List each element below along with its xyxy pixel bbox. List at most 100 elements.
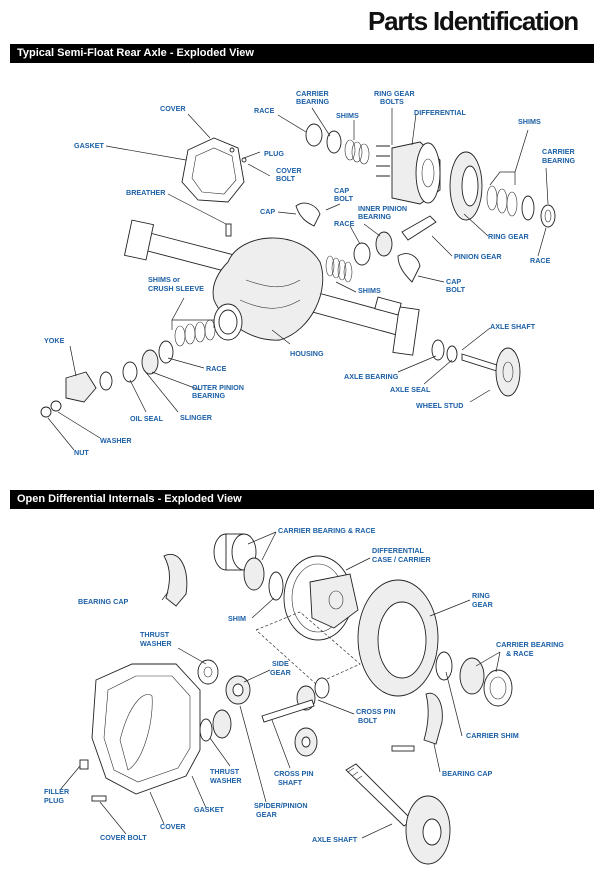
label-outer-pinion-line1: OUTER PINION	[192, 383, 244, 392]
label-race-top: RACE	[254, 106, 275, 115]
label-shims-top: SHIMS	[336, 111, 359, 120]
label-ring-gear-bolts-line1: RING GEAR	[374, 89, 416, 98]
leader-lines-differential	[59, 531, 501, 839]
label-diff-case-line1: DIFFERENTIAL	[372, 546, 425, 555]
label-filler-plug-line1: FILLER	[44, 787, 70, 796]
label-ring-gear-line2: GEAR	[472, 600, 494, 609]
label-shims-mid: SHIMS	[358, 286, 381, 295]
labels-differential: CARRIER BEARING & RACE DIFFERENTIAL CASE…	[44, 526, 564, 844]
pinion-gear	[295, 202, 437, 283]
label-carrier-bearing-line1: CARRIER	[296, 89, 330, 98]
bearing-cap-left	[163, 553, 188, 607]
label-filler-plug-line2: PLUG	[44, 796, 64, 805]
label-outer-pinion-line2: BEARING	[192, 391, 226, 400]
label-wheel-stud: WHEEL STUD	[416, 401, 463, 410]
label-thrust-washer-top-line2: WASHER	[140, 639, 172, 648]
label-pinion-gear: PINION GEAR	[454, 252, 502, 261]
label-gasket-diff: GASKET	[194, 805, 225, 814]
label-bearing-cap: BEARING CAP	[78, 597, 129, 606]
label-axle-shaft: AXLE SHAFT	[490, 322, 536, 331]
label-thrust-washer-top-line1: THRUST	[140, 630, 170, 639]
label-cover-bolt-diff: COVER BOLT	[100, 833, 147, 842]
label-shims-crush-line2: CRUSH SLEEVE	[148, 284, 204, 293]
label-axle-shaft-diff: AXLE SHAFT	[312, 835, 358, 844]
differential-case	[305, 123, 441, 205]
label-cap: CAP	[260, 207, 275, 216]
label-side-gear-line1: SIDE	[272, 659, 289, 668]
rear-axle-diagram: COVER RACE CARRIER BEARING RING GEAR BOL…	[40, 89, 576, 457]
label-carrier-bearing-right-line2: BEARING	[542, 156, 576, 165]
label-carrier-bearing-race-right-line1: CARRIER BEARING	[496, 640, 564, 649]
label-cross-pin-bolt-line1: CROSS PIN	[356, 707, 396, 716]
label-cap-bolt-line2: BOLT	[334, 194, 354, 203]
differential-diagram: CARRIER BEARING & RACE DIFFERENTIAL CASE…	[44, 526, 564, 865]
label-inner-pinion-line2: BEARING	[358, 212, 392, 221]
label-carrier-shim: CARRIER SHIM	[466, 731, 519, 740]
label-shims-crush-line1: SHIMS or	[148, 275, 180, 284]
label-carrier-bearing-line2: BEARING	[296, 97, 330, 106]
label-ring-gear-line1: RING	[472, 591, 490, 600]
label-cap-bolt-b-line2: BOLT	[446, 285, 466, 294]
label-cover: COVER	[160, 104, 186, 113]
label-breather: BREATHER	[126, 188, 166, 197]
label-shims-right: SHIMS	[518, 117, 541, 126]
label-shim: SHIM	[228, 614, 246, 623]
differential-cover	[79, 663, 201, 802]
label-race-right: RACE	[530, 256, 551, 265]
label-ring-gear-bolts-line2: BOLTS	[380, 97, 404, 106]
label-differential: DIFFERENTIAL	[414, 108, 467, 117]
label-gasket: GASKET	[74, 141, 105, 150]
label-housing: HOUSING	[290, 349, 324, 358]
label-race-low: RACE	[206, 364, 227, 373]
label-yoke: YOKE	[44, 336, 65, 345]
label-washer: WASHER	[100, 436, 132, 445]
label-spider-pinion-line2: GEAR	[256, 810, 278, 819]
label-slinger: SLINGER	[180, 413, 213, 422]
label-carrier-bearing-race-right-line2: & RACE	[506, 649, 534, 658]
page-title: Parts Identification	[367, 6, 579, 36]
label-side-gear-line2: GEAR	[270, 668, 292, 677]
label-nut: NUT	[74, 448, 89, 457]
label-cover-diff: COVER	[160, 822, 186, 831]
ring-gear-assembly	[449, 151, 556, 228]
cover-and-gasket	[181, 137, 247, 237]
label-race-mid: RACE	[334, 219, 355, 228]
ring-gear	[357, 579, 439, 697]
label-oil-seal: OIL SEAL	[130, 414, 164, 423]
label-plug: PLUG	[264, 149, 284, 158]
axle-housing	[123, 219, 420, 356]
label-spider-pinion-line1: SPIDER/PINION	[254, 801, 308, 810]
label-carrier-bearing-race: CARRIER BEARING & RACE	[278, 526, 376, 535]
spider-side-gears	[197, 659, 330, 757]
label-bearing-cap-right: BEARING CAP	[442, 769, 493, 778]
section-header-rear-axle: Typical Semi-Float Rear Axle - Exploded …	[10, 44, 594, 63]
axle-shaft	[431, 339, 521, 397]
label-cross-pin-shaft-line2: SHAFT	[278, 778, 303, 787]
carrier-bearing-right	[435, 651, 513, 707]
pinion-yoke-stack	[40, 319, 216, 418]
cap-bolt	[391, 745, 415, 752]
label-ring-gear: RING GEAR	[488, 232, 530, 241]
label-cover-bolt-line1: COVER	[276, 166, 302, 175]
label-axle-bearing: AXLE BEARING	[344, 372, 399, 381]
carrier-bearing-top	[213, 533, 284, 601]
label-cover-bolt-line2: BOLT	[276, 174, 296, 183]
label-cap-bolt-line1: CAP	[334, 186, 349, 195]
label-cross-pin-shaft-line1: CROSS PIN	[274, 769, 314, 778]
label-cap-bolt-b-line1: CAP	[446, 277, 461, 286]
dashed-assembly-guide	[255, 611, 361, 685]
differential-case-carrier	[283, 555, 359, 641]
section-header-differential: Open Differential Internals - Exploded V…	[10, 490, 594, 509]
label-inner-pinion-line1: INNER PINION	[358, 204, 407, 213]
label-axle-seal: AXLE SEAL	[390, 385, 431, 394]
label-thrust-washer-low-line1: THRUST	[210, 767, 240, 776]
labels-rear-axle: COVER RACE CARRIER BEARING RING GEAR BOL…	[44, 89, 576, 457]
leader-lines-rear-axle	[47, 107, 549, 451]
label-thrust-washer-low-line2: WASHER	[210, 776, 242, 785]
bearing-cap-right	[423, 692, 443, 745]
label-carrier-bearing-right-line1: CARRIER	[542, 147, 576, 156]
label-cross-pin-bolt-line2: BOLT	[358, 716, 378, 725]
label-diff-case-line2: CASE / CARRIER	[372, 555, 432, 564]
axle-shaft-lower	[345, 763, 451, 865]
